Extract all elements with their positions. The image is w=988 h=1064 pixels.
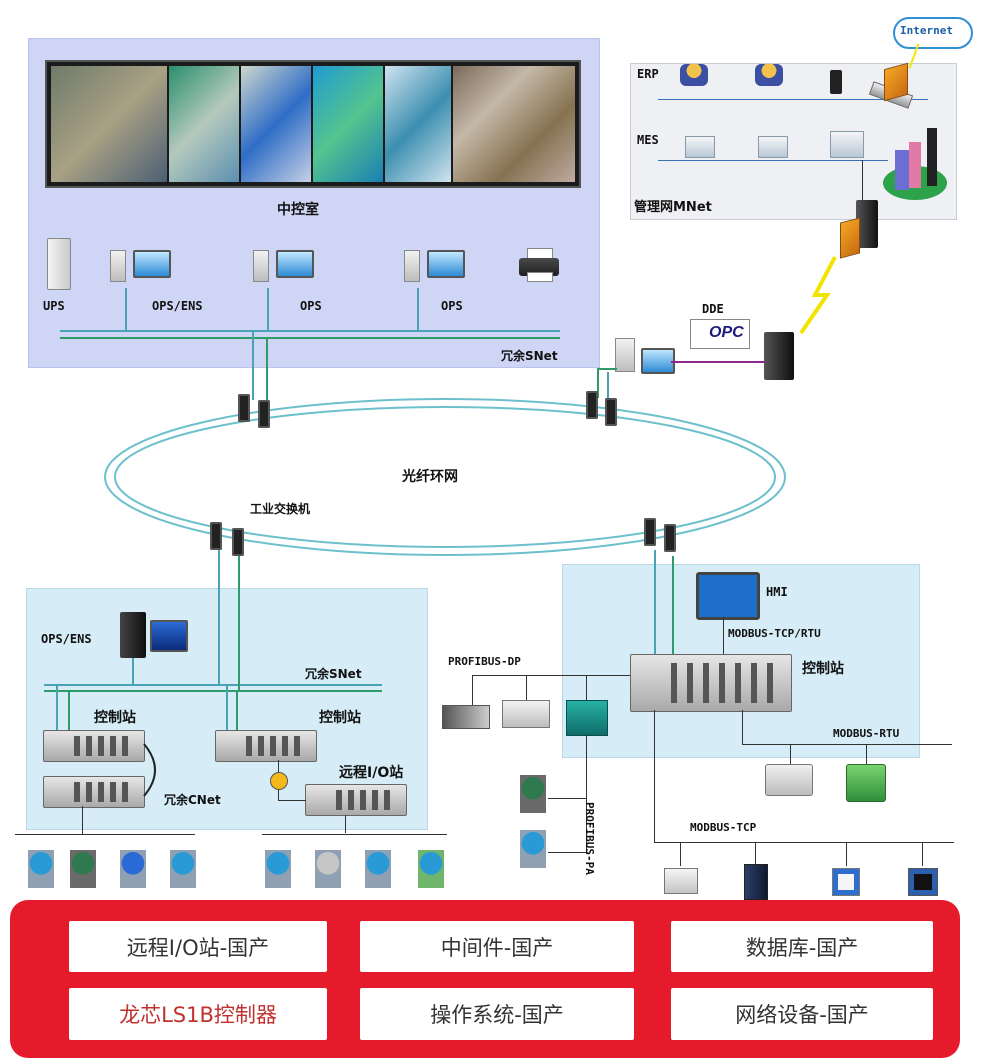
fiber-ring-label: 光纤环网 <box>402 469 458 485</box>
industrial-switch-icon <box>605 398 617 426</box>
controller-rack-icon <box>43 776 145 808</box>
modbus-rtu-label: MODBUS-RTU <box>833 727 900 740</box>
mes-server-icon <box>758 136 788 158</box>
remote-io-domestic-box: 远程I/O站-国产 <box>69 921 327 972</box>
hmi-label: HMI <box>766 585 788 599</box>
repeater-icon <box>270 772 288 790</box>
mes-server-icon <box>685 136 715 158</box>
industrial-switch-icon <box>258 400 270 428</box>
user-icon <box>755 64 783 86</box>
middleware-domestic-box: 中间件-国产 <box>360 921 634 972</box>
opc-logo: OPC <box>690 319 750 349</box>
ups-icon <box>47 238 71 290</box>
controller-rack-icon <box>43 730 145 762</box>
hmi-icon <box>696 572 760 620</box>
firewall-icon <box>840 217 860 259</box>
drive-icon <box>442 705 490 729</box>
controller-rack-icon <box>215 730 317 762</box>
pressure-transmitter-icon <box>520 830 546 868</box>
central-room-label: 中控室 <box>277 202 319 218</box>
industrial-switch-icon <box>664 524 676 552</box>
fiber-ring <box>104 398 786 556</box>
mnet-label: 管理网MNet <box>634 200 712 215</box>
profibus-dp-label: PROFIBUS-DP <box>448 655 521 668</box>
left-ops-label: OPS/ENS <box>41 632 92 646</box>
pressure-transmitter-icon <box>265 850 291 888</box>
io-module-icon <box>502 700 550 728</box>
os-domestic-box: 操作系统-国产 <box>360 988 634 1040</box>
pressure-transmitter-icon <box>418 850 444 888</box>
rtu-device-icon <box>846 764 886 802</box>
internet-label: Internet <box>900 24 953 37</box>
internet-cloud-icon <box>893 17 973 49</box>
network-device-domestic-box: 网络设备-国产 <box>671 988 933 1040</box>
industrial-switch-icon <box>232 528 244 556</box>
ups-label: UPS <box>43 299 65 313</box>
dde-server-icon <box>764 332 794 380</box>
mes-server-icon <box>830 131 864 158</box>
left-snet-label: 冗余SNet <box>305 667 362 681</box>
pressure-transmitter-icon <box>520 775 546 813</box>
industrial-switch-icon <box>210 522 222 550</box>
firewall-icon <box>884 62 908 102</box>
pressure-transmitter-icon <box>315 850 341 888</box>
loongson-controller-box: 龙芯LS1B控制器 <box>69 988 327 1040</box>
erp-label: ERP <box>637 67 659 81</box>
mes-label: MES <box>637 133 659 147</box>
wireless-link-icon <box>799 256 837 335</box>
gateway-module-icon <box>566 700 608 736</box>
central-snet-label: 冗余SNet <box>501 349 558 363</box>
opc-logo-text: OPC <box>709 324 744 341</box>
cnet-label: 冗余CNet <box>164 793 221 807</box>
ops-ens-label: OPS/ENS <box>152 299 203 313</box>
pressure-transmitter-icon <box>120 850 146 888</box>
flow-meter-icon <box>70 850 96 888</box>
left-station1-label: 控制站 <box>94 710 136 726</box>
remote-io-rack-icon <box>305 784 407 816</box>
modbus-tcp-label: MODBUS-TCP <box>690 821 757 834</box>
panel-meter-icon <box>908 868 938 896</box>
right-controller-rack-icon <box>630 654 792 712</box>
video-wall <box>45 60 581 188</box>
dde-label: DDE <box>702 302 724 316</box>
database-domestic-box: 数据库-国产 <box>671 921 933 972</box>
left-station2-label: 控制站 <box>319 710 361 726</box>
pressure-transmitter-icon <box>365 850 391 888</box>
ops-label: OPS <box>441 299 463 313</box>
printer-icon <box>519 248 559 282</box>
industrial-switch-icon <box>238 394 250 422</box>
remote-io-label: 远程I/O站 <box>339 765 404 781</box>
meter-device-icon <box>664 868 698 894</box>
pressure-transmitter-icon <box>170 850 196 888</box>
pressure-transmitter-icon <box>28 850 54 888</box>
right-station-label: 控制站 <box>802 661 844 677</box>
buildings-icon <box>883 124 947 200</box>
profibus-pa-label: PROFIBUS-PA <box>583 802 596 875</box>
industrial-switch-label: 工业交换机 <box>250 502 311 516</box>
server-icon <box>830 70 842 94</box>
rtu-device-icon <box>765 764 813 796</box>
modbus-tcp-rtu-label: MODBUS-TCP/RTU <box>728 627 821 640</box>
panel-meter-icon <box>832 868 860 896</box>
industrial-switch-icon <box>586 391 598 419</box>
gateway-server-icon <box>856 200 878 248</box>
plc-device-icon <box>744 864 768 900</box>
user-icon <box>680 64 708 86</box>
industrial-switch-icon <box>644 518 656 546</box>
ops-label: OPS <box>300 299 322 313</box>
